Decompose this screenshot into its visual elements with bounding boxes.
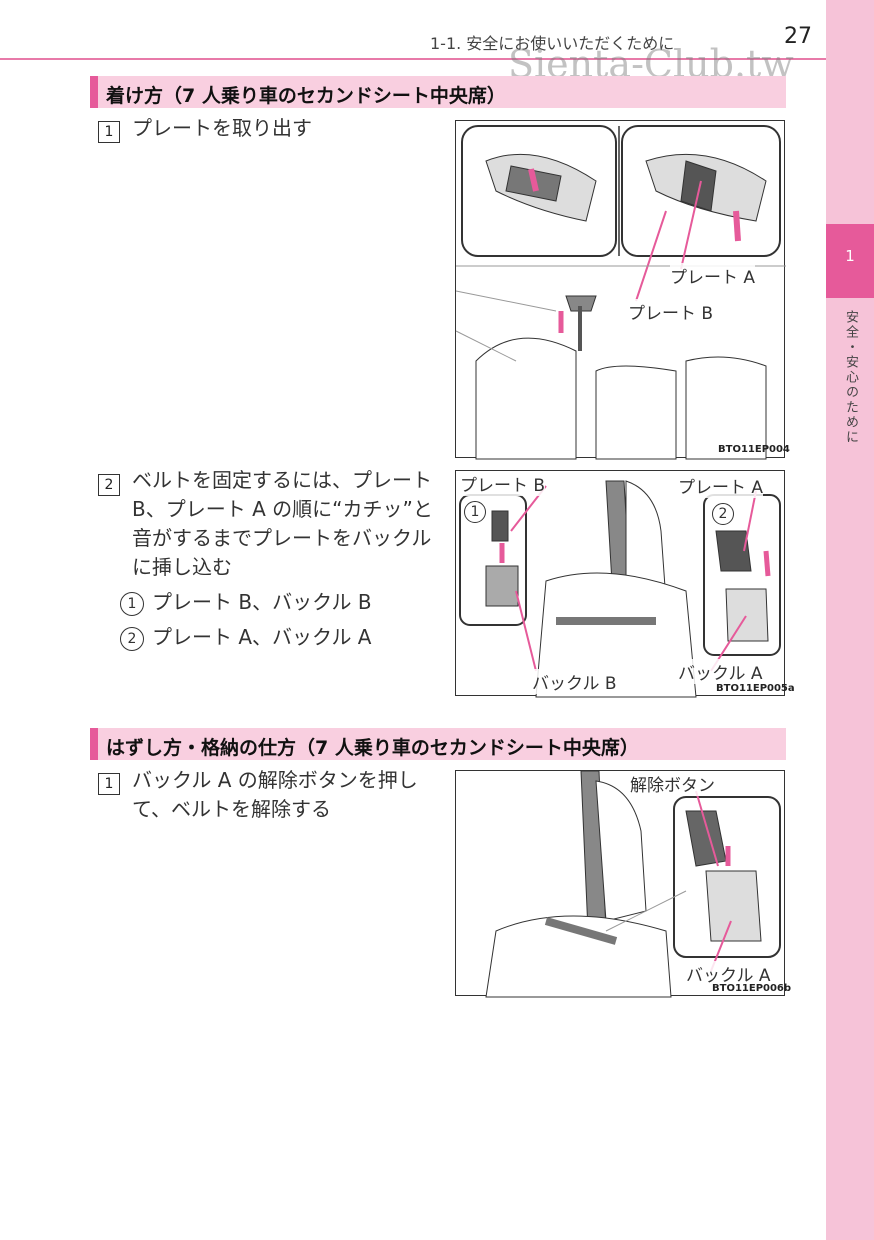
figure-take-out-plates: プレート A プレート B BTO11EP004 xyxy=(455,120,790,460)
step-number: 2 xyxy=(98,474,120,496)
step-text: バックル A の解除ボタンを押して、ベルトを解除する xyxy=(132,768,418,821)
label-buckle-b: バックル B xyxy=(532,669,617,694)
chapter-sidebar xyxy=(826,0,874,1240)
label-plate-a: プレート A xyxy=(670,263,756,288)
figure-fasten-belt: プレート B プレート A 1 2 バックル A バックル B BTO11EP0… xyxy=(455,470,795,698)
release-illustration xyxy=(485,770,781,998)
heading-accent-bar xyxy=(90,76,98,108)
step-number: 1 xyxy=(98,121,120,143)
figure-code: BTO11EP006b xyxy=(712,983,792,994)
sub-step-1: 1 プレート B、バックル B xyxy=(120,586,372,616)
step-text: プレートを取り出す xyxy=(132,116,312,140)
heading-accent-bar xyxy=(90,728,98,760)
section-heading-text: 着け方（7 人乗り車のセカンドシート中央席） xyxy=(106,85,506,107)
figure-release-belt: 解除ボタン バックル A BTO11EP006b xyxy=(455,770,791,998)
sub-step-2: 2 プレート A、バックル A xyxy=(120,621,371,651)
page-number: 27 xyxy=(784,24,812,49)
label-plate-a: プレート A xyxy=(678,473,764,498)
step-text: ベルトを固定するには、プレート B、プレート A の順に“カチッ”と音がするまで… xyxy=(132,468,433,579)
sub-step-number: 2 xyxy=(120,626,144,651)
section-heading-fasten: 着け方（7 人乗り車のセカンドシート中央席） xyxy=(90,76,786,108)
label-buckle-a: バックル A xyxy=(686,961,771,986)
header-rule xyxy=(0,58,826,60)
label-buckle-a: バックル A xyxy=(678,659,763,684)
step-number: 1 xyxy=(98,773,120,795)
section-heading-unfasten: はずし方・格納の仕方（7 人乗り車のセカンドシート中央席） xyxy=(90,728,786,760)
chapter-title: 安全・安心のために xyxy=(843,310,858,445)
sub-step-number: 1 xyxy=(120,591,144,616)
circle-1: 1 xyxy=(464,501,486,523)
sub-step-text: プレート B、バックル B xyxy=(152,590,372,614)
figure-code: BTO11EP005a xyxy=(716,683,795,694)
label-plate-b: プレート B xyxy=(460,471,546,496)
sub-step-text: プレート A、バックル A xyxy=(152,625,372,649)
section-path: 1-1. 安全にお使いいただくために xyxy=(430,34,675,53)
plate-illustration xyxy=(455,125,786,460)
section-heading-text: はずし方・格納の仕方（7 人乗り車のセカンドシート中央席） xyxy=(106,737,639,759)
figure-code: BTO11EP004 xyxy=(718,444,790,455)
label-release-button: 解除ボタン xyxy=(630,771,715,796)
label-plate-b: プレート B xyxy=(628,299,714,324)
chapter-tab[interactable]: 1 xyxy=(826,224,874,298)
circle-2: 2 xyxy=(712,503,734,525)
